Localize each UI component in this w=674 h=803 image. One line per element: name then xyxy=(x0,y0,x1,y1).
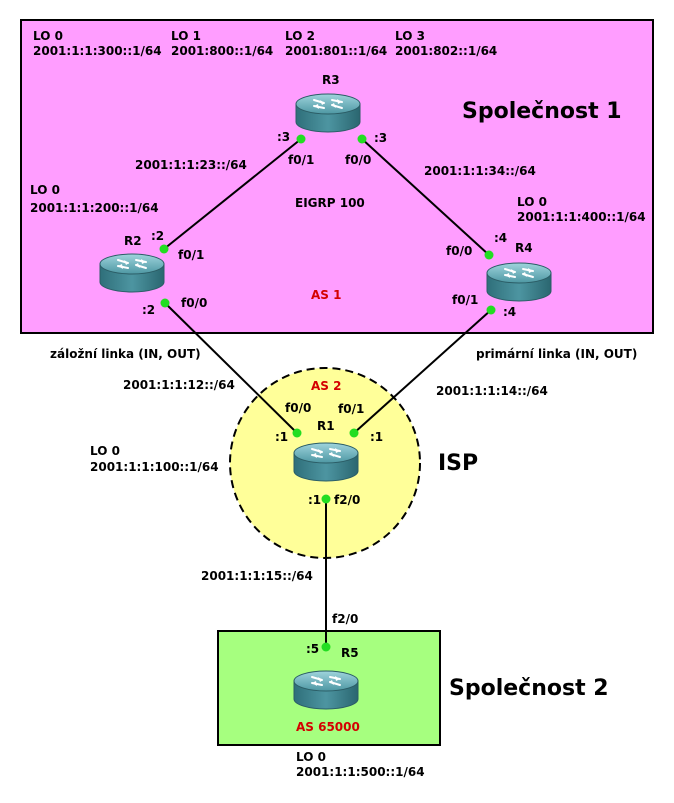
network-r2-r3: 2001:1:1:23::/64 xyxy=(135,158,247,172)
r2-lo0-address: 2001:1:1:200::1/64 xyxy=(30,201,159,215)
as1-label: AS 1 xyxy=(311,288,341,302)
link-r1-r2 xyxy=(164,302,298,434)
port-r4-f0-1 xyxy=(486,305,496,315)
isp-name: ISP xyxy=(438,451,478,476)
r3-lo2-label: LO 2 xyxy=(285,29,315,43)
company2-name: Společnost 2 xyxy=(449,676,609,701)
link-r3-r4 xyxy=(361,138,490,256)
network-r3-r4: 2001:1:1:34::/64 xyxy=(424,164,536,178)
port-r1-f0-0 xyxy=(292,428,302,438)
network-r1-r5: 2001:1:1:15::/64 xyxy=(201,569,313,583)
r2-lo0-label: LO 0 xyxy=(30,183,60,197)
r3-left-interface: f0/1 xyxy=(288,153,314,167)
backup-link-note: záložní linka (IN, OUT) xyxy=(50,347,201,361)
company1-name: Společnost 1 xyxy=(462,99,622,124)
r3-lo2-address: 2001:801::1/64 xyxy=(285,44,387,58)
r1-bottom-host: :1 xyxy=(308,493,321,507)
port-r4-f0-0 xyxy=(484,250,494,260)
network-r1-r4: 2001:1:1:14::/64 xyxy=(436,384,548,398)
r4-top-interface: f0/0 xyxy=(446,244,472,258)
eigrp-label: EIGRP 100 xyxy=(295,196,365,210)
r4-bottom-host: :4 xyxy=(503,305,516,319)
r1-right-interface: f0/1 xyxy=(338,402,364,416)
link-r2-r3 xyxy=(163,138,302,250)
r1-left-host: :1 xyxy=(275,430,288,444)
port-r1-f0-1 xyxy=(349,428,359,438)
r2-bottom-interface: f0/0 xyxy=(181,296,207,310)
r1-left-interface: f0/0 xyxy=(285,401,311,415)
r5-lo0-label: LO 0 xyxy=(296,750,326,764)
r1-bottom-interface: f2/0 xyxy=(334,493,360,507)
r2-top-interface: f0/1 xyxy=(178,248,204,262)
r4-bottom-interface: f0/1 xyxy=(452,293,478,307)
port-r3-f0-1 xyxy=(296,134,306,144)
r2-top-host: :2 xyxy=(151,229,164,243)
router-r4-name: R4 xyxy=(515,241,533,255)
r3-lo0-address: 2001:1:1:300::1/64 xyxy=(33,44,162,58)
router-r4-icon[interactable] xyxy=(486,262,552,302)
r3-right-interface: f0/0 xyxy=(345,153,371,167)
port-r5-f2-0 xyxy=(321,642,331,652)
r5-interface: f2/0 xyxy=(332,612,358,626)
port-r1-f2-0 xyxy=(321,494,331,504)
r5-lo0-address: 2001:1:1:500::1/64 xyxy=(296,765,425,779)
primary-link-note: primární linka (IN, OUT) xyxy=(476,347,637,361)
router-r5-icon[interactable] xyxy=(293,670,359,710)
r3-lo1-address: 2001:800::1/64 xyxy=(171,44,273,58)
r3-right-host: :3 xyxy=(374,131,387,145)
router-r1-icon[interactable] xyxy=(293,442,359,482)
r3-lo3-label: LO 3 xyxy=(395,29,425,43)
r4-lo0-label: LO 0 xyxy=(517,195,547,209)
port-r3-f0-0 xyxy=(357,134,367,144)
port-r2-f0-1 xyxy=(159,244,169,254)
r2-bottom-host: :2 xyxy=(142,303,155,317)
r1-lo0-label: LO 0 xyxy=(90,444,120,458)
link-r1-r4 xyxy=(353,309,492,434)
r4-lo0-address: 2001:1:1:400::1/64 xyxy=(517,210,646,224)
router-r2-name: R2 xyxy=(124,234,142,248)
r5-host: :5 xyxy=(306,642,319,656)
r4-top-host: :4 xyxy=(494,231,507,245)
as65000-label: AS 65000 xyxy=(296,720,360,734)
port-r2-f0-0 xyxy=(160,298,170,308)
r3-lo3-address: 2001:802::1/64 xyxy=(395,44,497,58)
network-r1-r2: 2001:1:1:12::/64 xyxy=(123,378,235,392)
r1-lo0-address: 2001:1:1:100::1/64 xyxy=(90,460,219,474)
as2-label: AS 2 xyxy=(311,379,341,393)
router-r2-icon[interactable] xyxy=(99,253,165,293)
r3-lo0-label: LO 0 xyxy=(33,29,63,43)
r3-left-host: :3 xyxy=(277,130,290,144)
router-r3-icon[interactable] xyxy=(295,93,361,133)
r3-lo1-label: LO 1 xyxy=(171,29,201,43)
router-r3-name: R3 xyxy=(322,73,340,87)
router-r5-name: R5 xyxy=(341,646,359,660)
r1-right-host: :1 xyxy=(370,430,383,444)
router-r1-name: R1 xyxy=(317,419,335,433)
